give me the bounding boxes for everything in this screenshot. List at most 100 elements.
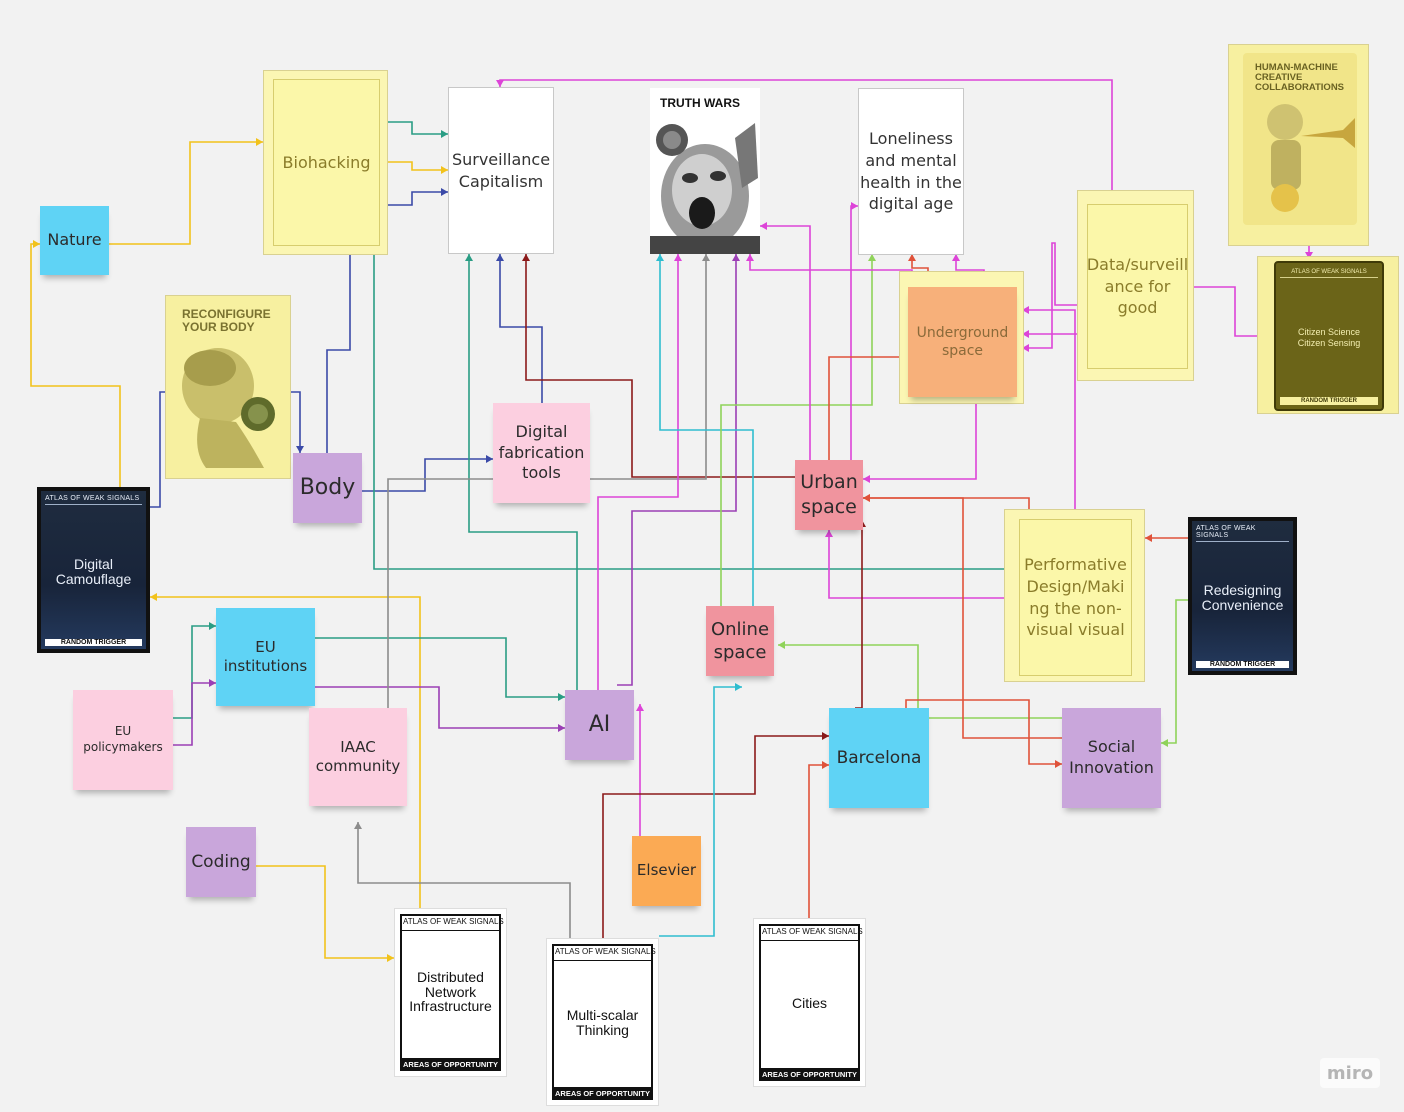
urban-space-label: Urban space	[800, 471, 858, 518]
connector-data-surv-arrowhead	[496, 80, 504, 87]
social-innovation-sticky[interactable]: Social Innovation	[1062, 708, 1161, 808]
shouting-face-image	[650, 118, 760, 254]
connector-multiscalar-online[interactable]	[659, 686, 742, 937]
performative-frame[interactable]: Performative Design/Maki ng the non-visu…	[1004, 509, 1145, 682]
connector-camouflage-eu[interactable]	[150, 596, 421, 908]
connector-data-surv[interactable]	[499, 79, 1113, 203]
loneliness-card[interactable]: Loneliness and mental health in the digi…	[858, 88, 964, 255]
connector-reconfig-body[interactable]	[288, 391, 301, 453]
connector-human-citizen-arrowhead	[1305, 252, 1313, 259]
connector-ai-truth-1[interactable]	[597, 254, 679, 690]
digital-camouflage-header: ATLAS OF WEAK SIGNALS	[45, 495, 142, 505]
connector-barcelona-urban[interactable]	[855, 520, 863, 709]
biohacking-card[interactable]: Biohacking	[273, 79, 380, 246]
miro-logo[interactable]: miro	[1320, 1058, 1380, 1088]
connector-social-urban[interactable]	[863, 497, 1062, 739]
connector-convenience-social[interactable]	[1161, 599, 1188, 744]
connector-online-lone[interactable]	[720, 254, 873, 606]
connector-ai-truth-2[interactable]	[617, 254, 737, 686]
connector-euinst-ai-1-arrowhead	[558, 693, 565, 701]
connector-multiscalar-barcelona[interactable]	[602, 735, 829, 938]
connector-underground-urban[interactable]	[863, 395, 977, 480]
connector-bio-surv-2[interactable]	[378, 161, 448, 171]
reconfigure-body-poster[interactable]: RECONFIGURE YOUR BODY	[165, 295, 291, 479]
connector-eupol-euinst-2[interactable]	[173, 682, 216, 746]
digital-fabrication-sticky[interactable]: Digital fabrication tools	[493, 403, 590, 503]
iaac-community-sticky[interactable]: IAAC community	[309, 708, 407, 806]
connector-citizen-data[interactable]	[1186, 286, 1273, 337]
data-for-good-frame[interactable]: Data/surveill ance for good	[1077, 190, 1194, 381]
connector-bio-surv-1[interactable]	[378, 121, 448, 135]
connector-cities-barcelona[interactable]	[808, 764, 829, 918]
citizen-science-frame[interactable]: ATLAS OF WEAK SIGNALS Citizen Science Ci…	[1257, 256, 1399, 414]
connector-bio-surv-3[interactable]	[378, 191, 448, 206]
connector-urban-underground[interactable]	[828, 356, 908, 460]
connector-euinst-ai-1[interactable]	[315, 637, 565, 698]
digital-camouflage-card[interactable]: ATLAS OF WEAK SIGNALS Digital Camouflage…	[37, 487, 150, 653]
connector-urban-surv[interactable]	[525, 254, 795, 478]
body-sticky[interactable]: Body	[293, 453, 362, 523]
connector-social-online-arrowhead	[778, 641, 785, 649]
performative-card[interactable]: Performative Design/Maki ng the non-visu…	[1019, 519, 1132, 676]
connector-camouflage-nature[interactable]	[30, 243, 121, 487]
connector-perf-urban-arrowhead	[825, 530, 833, 537]
connector-urban-truth[interactable]	[760, 225, 811, 460]
cities-header: ATLAS OF WEAK SIGNALS	[762, 927, 863, 936]
citizen-science-header: ATLAS OF WEAK SIGNALS	[1280, 269, 1378, 278]
urban-space-sticky[interactable]: Urban space	[795, 460, 863, 530]
nature-sticky[interactable]: Nature	[40, 206, 109, 275]
connector-ai-surv[interactable]	[468, 254, 578, 690]
connector-underground-truth[interactable]	[749, 254, 913, 282]
connector-perf-biohacking[interactable]	[373, 245, 1018, 570]
connector-underground-urban-arrowhead	[863, 475, 870, 483]
connector-underground-lone-1-arrowhead	[908, 254, 916, 261]
connector-ai-truth-1-arrowhead	[674, 254, 682, 261]
connector-online-truth[interactable]	[659, 254, 754, 606]
digital-fabrication-label: Digital fabrication tools	[498, 421, 585, 483]
elsevier-sticky[interactable]: Elsevier	[632, 836, 701, 906]
distributed-network-title: Distributed Network Infrastructure	[409, 969, 492, 1015]
citizen-science-card[interactable]: ATLAS OF WEAK SIGNALS Citizen Science Ci…	[1274, 261, 1384, 411]
connector-social-online[interactable]	[778, 644, 1062, 719]
data-for-good-label: Data/surveill ance for good	[1086, 255, 1189, 318]
barcelona-sticky[interactable]: Barcelona	[829, 708, 929, 808]
connector-euinst-ai-2[interactable]	[315, 686, 565, 729]
multi-scalar-title: Multi-scalar Thinking	[566, 1007, 639, 1038]
connector-coding-distributed[interactable]	[256, 865, 394, 959]
data-for-good-card[interactable]: Data/surveill ance for good	[1087, 204, 1188, 369]
connector-body-biohacking[interactable]	[326, 245, 351, 453]
eu-policymakers-sticky[interactable]: EU policymakers	[73, 690, 173, 790]
nature-label: Nature	[47, 230, 102, 250]
online-space-sticky[interactable]: Online space	[706, 606, 774, 676]
underground-frame[interactable]: Underground space	[899, 271, 1024, 404]
connector-reconfig-body-arrowhead	[296, 446, 304, 453]
cities-card[interactable]: ATLAS OF WEAK SIGNALS Cities AREAS OF OP…	[753, 918, 866, 1087]
head-sculpture-image	[182, 348, 275, 468]
distributed-network-card[interactable]: ATLAS OF WEAK SIGNALS Distributed Networ…	[394, 908, 507, 1077]
body-label: Body	[299, 474, 356, 500]
connector-urban-lone[interactable]	[850, 205, 858, 460]
underground-sticky[interactable]: Underground space	[908, 287, 1017, 397]
connector-digfab-surv[interactable]	[499, 254, 543, 403]
truth-wars-poster[interactable]: TRUTH WARS	[650, 88, 760, 254]
biohacking-frame[interactable]: Biohacking	[263, 70, 388, 255]
connector-cities-barcelona-arrowhead	[822, 761, 829, 769]
connector-online-lone-arrowhead	[868, 254, 876, 261]
connector-perf-underground[interactable]	[1022, 309, 1076, 519]
connector-data-underground-2[interactable]	[1022, 242, 1086, 349]
surveillance-capitalism-card[interactable]: Surveillance Capitalism	[448, 87, 554, 254]
connector-perf-urban[interactable]	[828, 530, 1018, 599]
eu-institutions-sticky[interactable]: EU institutions	[216, 608, 315, 706]
redesigning-convenience-card[interactable]: ATLAS OF WEAK SIGNALS Redesigning Conven…	[1188, 517, 1297, 675]
multi-scalar-card[interactable]: ATLAS OF WEAK SIGNALS Multi-scalar Think…	[546, 938, 659, 1106]
citizen-science-title: Citizen Science Citizen Sensing	[1297, 327, 1361, 348]
human-machine-poster[interactable]: HUMAN-MACHINE CREATIVE COLLABORATIONS	[1228, 44, 1369, 246]
connector-eupol-euinst-1[interactable]	[173, 625, 216, 719]
multi-scalar-header: ATLAS OF WEAK SIGNALS	[555, 947, 656, 956]
connector-barcelona-social[interactable]	[905, 699, 1062, 765]
connector-body-digfab[interactable]	[362, 458, 493, 492]
ai-sticky[interactable]: AI	[565, 690, 634, 760]
connector-multiscalar-iaac[interactable]	[357, 822, 571, 938]
connector-nature-biohacking[interactable]	[109, 141, 263, 245]
coding-sticky[interactable]: Coding	[186, 827, 256, 897]
